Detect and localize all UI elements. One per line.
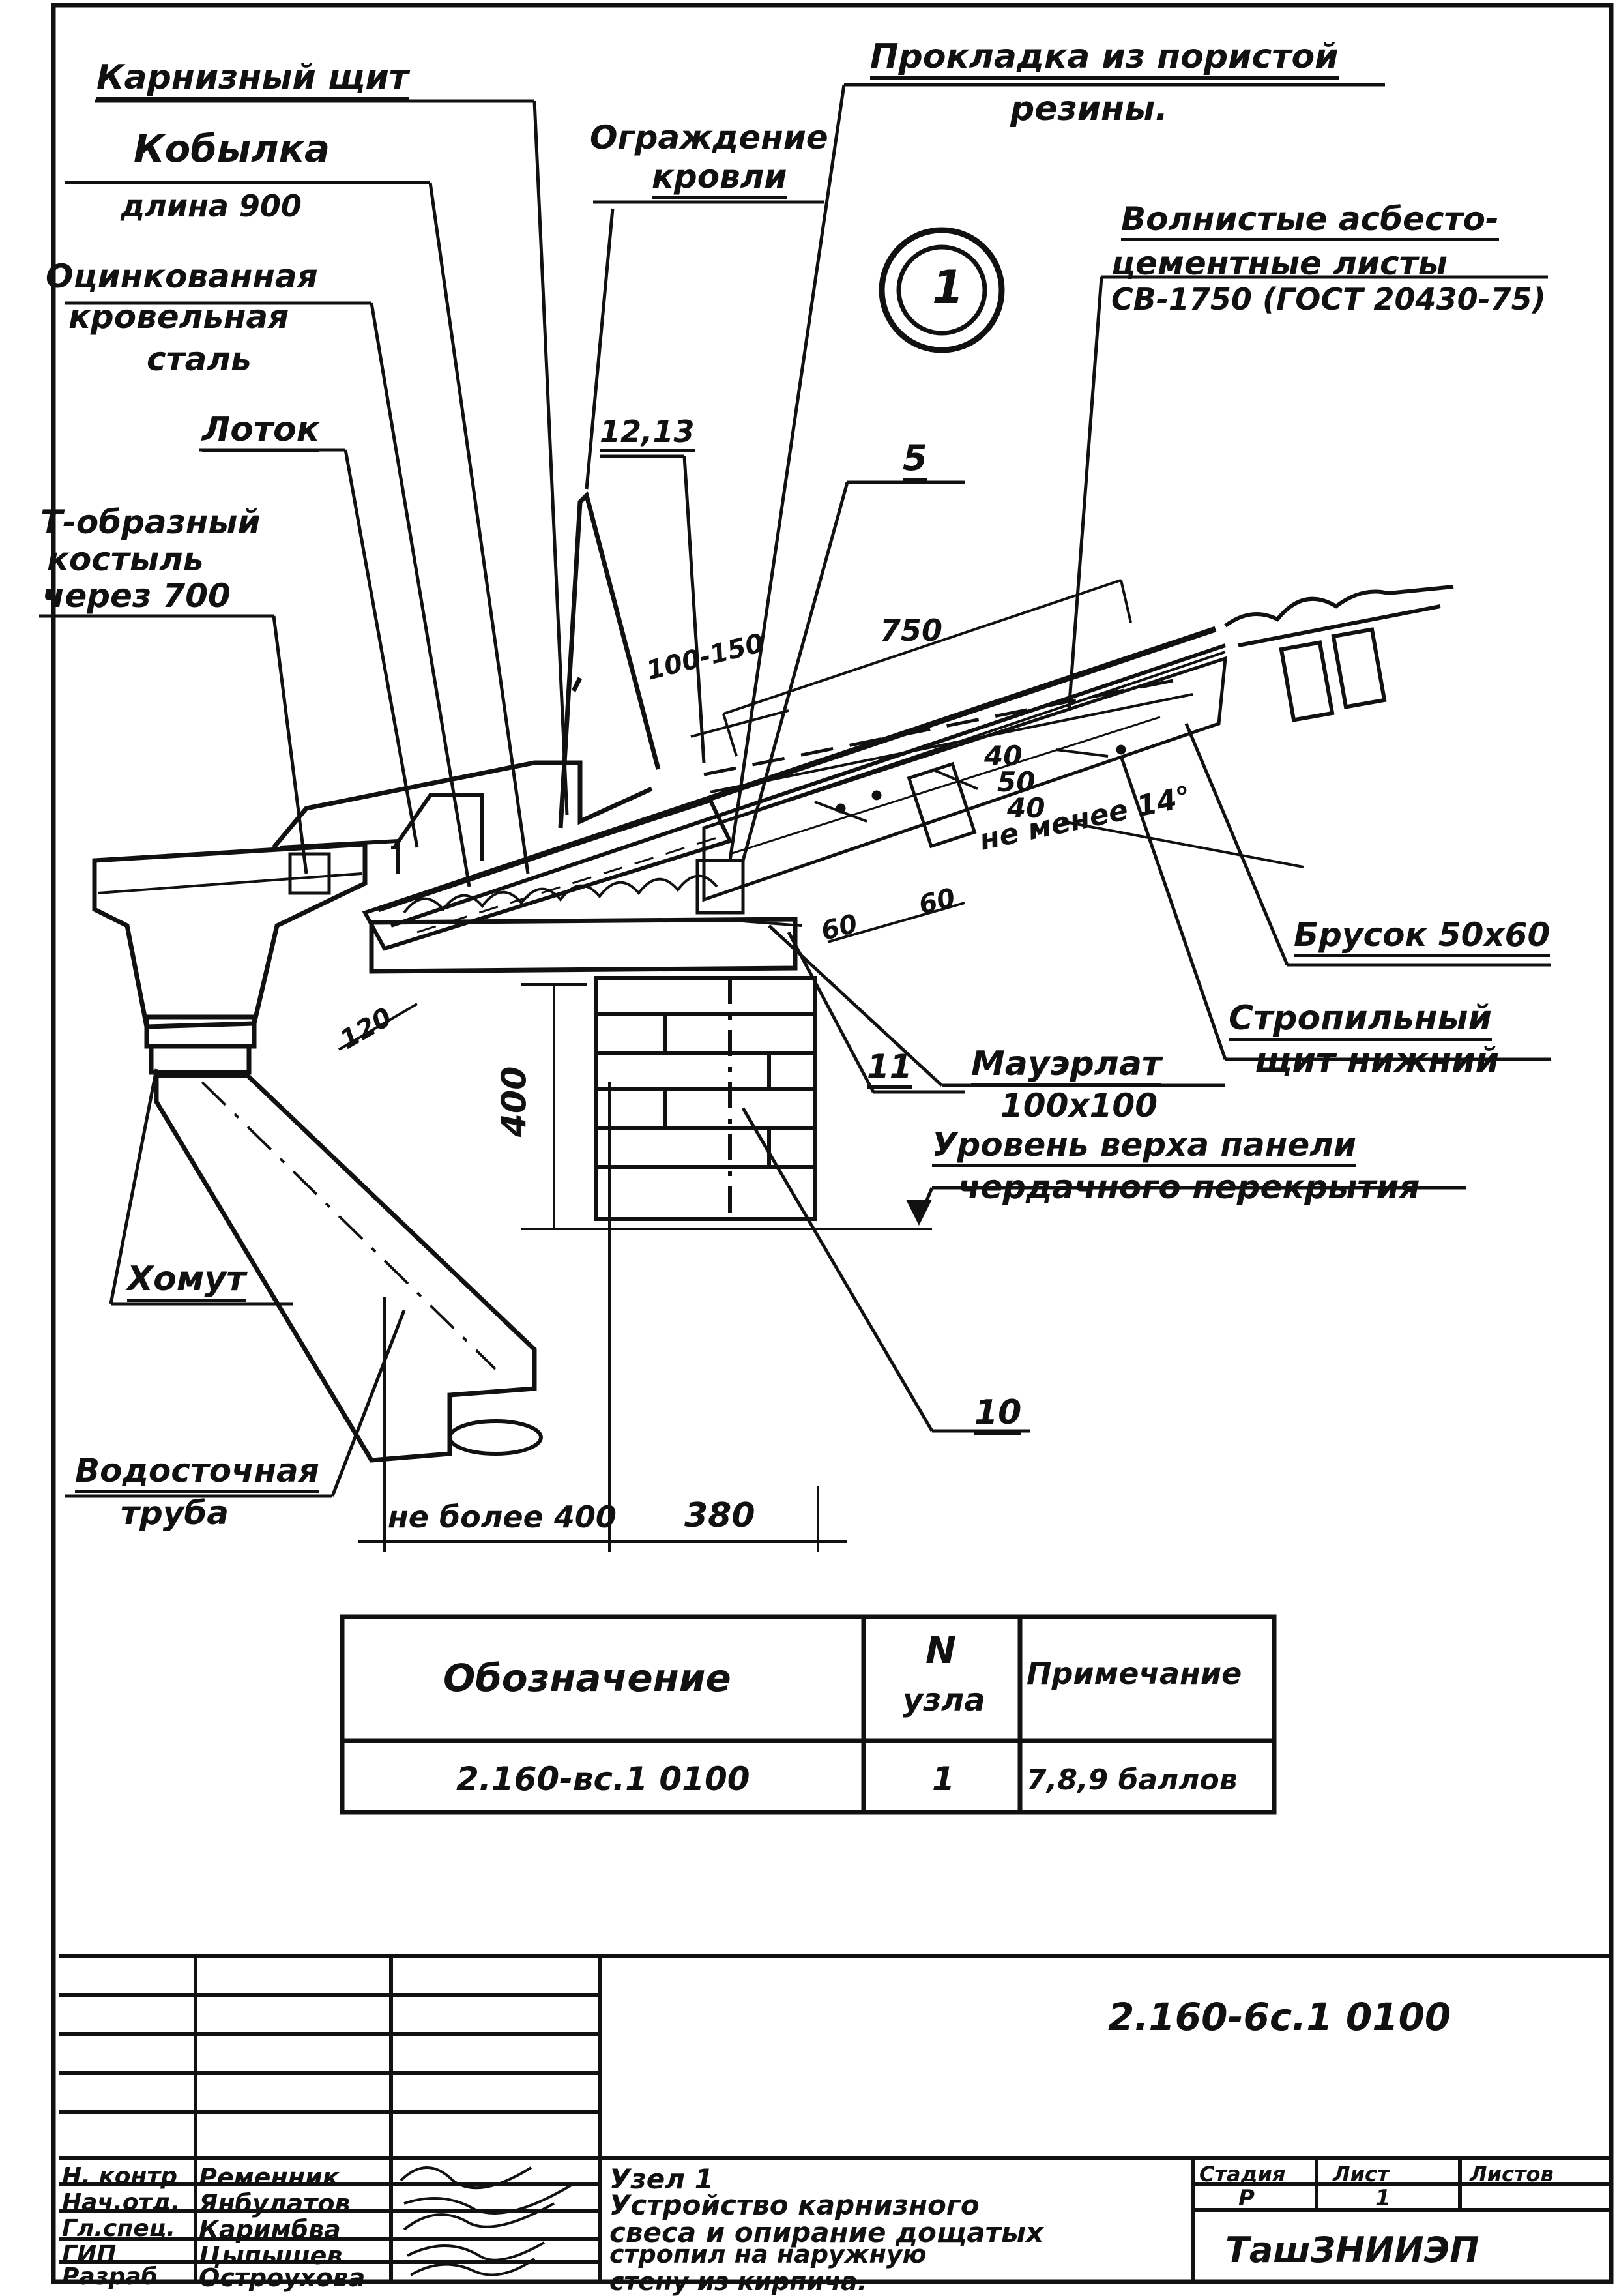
- label-galvanized-1: Оцинкованная: [46, 258, 318, 295]
- label-galvanized-3: сталь: [147, 340, 252, 378]
- dim-50: 50: [997, 766, 1036, 798]
- label-clamp: Хомут: [127, 1261, 246, 1302]
- dim-40-top: 40: [984, 740, 1023, 772]
- title-block-title-line: Устройство карнизного: [609, 2189, 980, 2221]
- label-gasket-1: Прокладка из пористой: [870, 39, 1339, 80]
- title-block-name: Каримбва: [199, 2215, 341, 2244]
- title-block-stage-value: Р: [1238, 2185, 1255, 2211]
- label-t-crutch-3: через 700: [42, 577, 231, 615]
- title-block-title-line: стропил на наружную: [609, 2240, 927, 2269]
- eaves-shield-gutter: [272, 760, 653, 895]
- label-lotok: Лоток: [202, 412, 320, 452]
- label-t-crutch-1: Т-образный: [40, 503, 261, 541]
- node-circle: [879, 227, 1005, 353]
- title-block-sheet-value: 1: [1375, 2185, 1391, 2211]
- label-ref-5: 5: [903, 439, 927, 482]
- dim-400-vertical: 400: [495, 1066, 534, 1138]
- title-block-title-line: свеса и опирание дощатых: [609, 2216, 1044, 2248]
- dim-max-400: не более 400: [388, 1499, 617, 1535]
- title-block-sheets-label: Листов: [1470, 2162, 1554, 2186]
- title-block-role: Гл.спец.: [62, 2215, 175, 2242]
- label-ref-12-13: 12,13: [600, 416, 695, 452]
- label-ref-10: 10: [974, 1395, 1022, 1435]
- label-rafter-shield-1: Стропильный: [1229, 1001, 1492, 1041]
- title-block-title-line: стену из кирпича.: [609, 2267, 867, 2296]
- gutter-funnel: [92, 842, 368, 1075]
- label-roof-fence-1: Ограждение: [590, 119, 828, 156]
- roof-sheets: [377, 626, 1226, 928]
- spec-table-grid: [340, 1614, 1277, 1815]
- title-block-code: 2.160-6с.1 0100: [1108, 1995, 1451, 2039]
- roof-fence-post: [558, 491, 661, 829]
- spec-header-node-n: N: [925, 1630, 956, 1672]
- label-eaves-shield: Карнизный щит: [96, 60, 409, 100]
- dimension-lines: [338, 579, 1304, 1552]
- label-level-2: чердачного перекрытия: [958, 1168, 1420, 1206]
- brick-wall: [594, 976, 817, 1221]
- label-roof-fence-2: кровли: [652, 160, 787, 199]
- title-block-name: Остроухова: [199, 2263, 366, 2292]
- label-asbestos-sheets-2: цементные листы: [1111, 244, 1448, 282]
- leader-lines: [39, 83, 1551, 1498]
- ceiling-slab: [369, 859, 802, 974]
- label-mauerlat-2: 100х100: [1000, 1087, 1158, 1125]
- title-block-sheet-label: Лист: [1333, 2162, 1390, 2186]
- spec-header-node-label: узла: [903, 1682, 985, 1718]
- spec-header-designation: Обозначение: [443, 1656, 731, 1700]
- title-block-role: Н. контр: [62, 2163, 178, 2190]
- label-downpipe-1: Водосточная: [75, 1454, 319, 1493]
- dim-750: 750: [880, 613, 943, 648]
- node-number: 1: [932, 261, 964, 314]
- dim-40-bottom: 40: [1007, 792, 1045, 824]
- title-block-role: Разраб: [62, 2263, 158, 2290]
- label-bar-50x60: Брусок 50х60: [1294, 918, 1551, 957]
- label-asbestos-sheets-3: СВ-1750 (ГОСТ 20430-75): [1111, 282, 1546, 317]
- title-block-stage-label: Стадия: [1199, 2162, 1286, 2186]
- label-t-crutch-2: костыль: [47, 540, 204, 578]
- title-block-organization: ТашЗНИИЭП: [1225, 2230, 1479, 2271]
- title-block-role: Нач.отд.: [62, 2189, 181, 2216]
- dim-380: 380: [684, 1496, 755, 1535]
- spec-row-node: 1: [932, 1760, 955, 1798]
- lower-board-and-blocks: [362, 798, 733, 951]
- label-mauerlat-1: Мауэрлат: [971, 1046, 1162, 1087]
- label-gasket-2: резины.: [1010, 89, 1168, 128]
- title-block-title-line: Узел 1: [609, 2163, 714, 2195]
- label-ref-11: 11: [867, 1050, 912, 1089]
- spec-row-note: 7,8,9 баллов: [1027, 1763, 1238, 1797]
- downpipe: [154, 1073, 543, 1463]
- title-block-role: ГИП: [62, 2241, 117, 2268]
- rafter-shield: [702, 656, 1227, 902]
- label-galvanized-2: кровельная: [68, 298, 289, 336]
- signature-scribbles: [400, 2166, 575, 2276]
- spec-row-designation: 2.160-вс.1 0100: [456, 1760, 750, 1798]
- sheet-frame: [51, 3, 1614, 2284]
- ridge-break-detail: [1224, 585, 1454, 722]
- title-block-name: Ременник: [199, 2163, 340, 2192]
- label-downpipe-2: труба: [121, 1494, 229, 1532]
- title-block-name: Цыпышев: [199, 2241, 343, 2270]
- title-block-name: Янбулатов: [199, 2189, 351, 2218]
- label-level-1: Уровень верха панели: [932, 1128, 1356, 1167]
- label-kobylka: Кобылка: [134, 126, 330, 171]
- spec-header-note: Примечание: [1027, 1656, 1242, 1691]
- label-rafter-shield-2: щит нижний: [1255, 1041, 1500, 1080]
- label-asbestos-sheets-1: Волнистые асбесто-: [1121, 202, 1499, 241]
- label-kobylka-length: длина 900: [121, 188, 302, 224]
- title-block-grid: [59, 1954, 1611, 2282]
